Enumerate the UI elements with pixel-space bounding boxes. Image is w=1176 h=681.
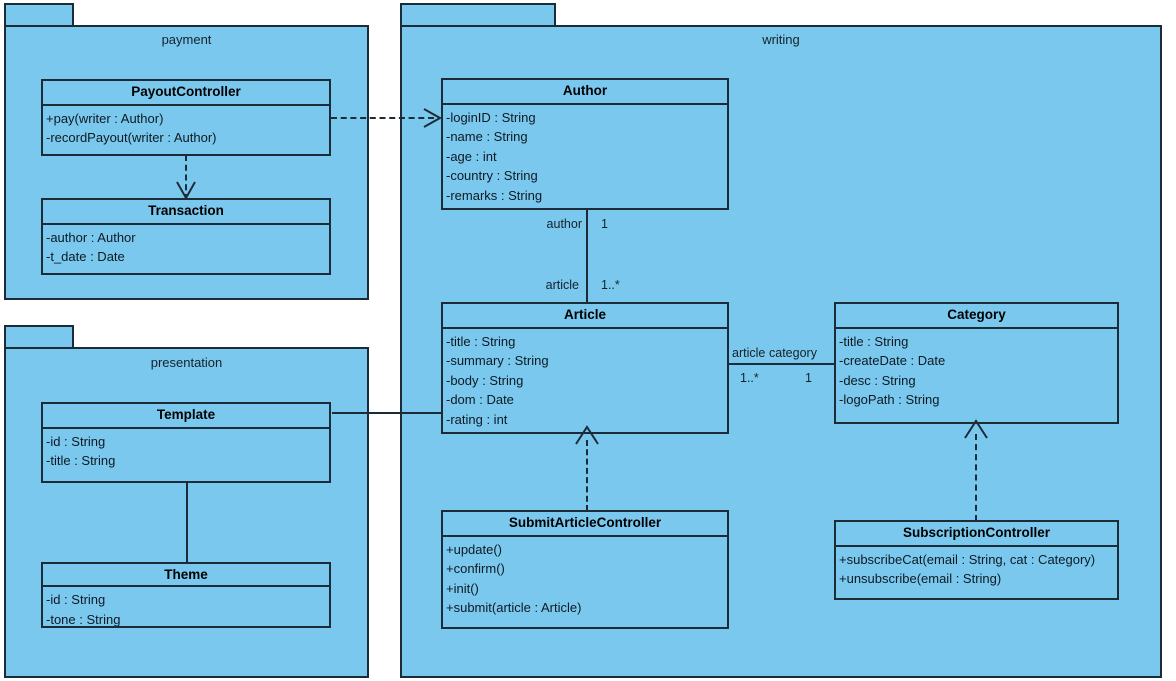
class-members-article: -title : String -summary : String -body … [443,329,727,433]
class-members-author: -loginID : String -name : String -age : … [443,105,727,209]
arrowhead-open-payout-to-author [423,108,443,128]
package-tab-presentation [4,325,74,349]
package-tab-payment [4,3,74,27]
class-name-author: Author [443,80,727,105]
connector-subscriptioncontroller-to-category [975,434,977,521]
class-member: -age : int [446,148,497,164]
class-box-transaction[interactable]: Transaction -author : Author -t_date : D… [41,198,331,275]
class-member: -rating : int [446,411,508,427]
class-member: -id : String [46,433,106,449]
edge-label-assoc-article-role: article [732,346,766,360]
class-members-theme: -id : String -tone : String [43,587,329,626]
edge-label-article-multiplicity: 1..* [601,278,620,292]
class-member: -id : String [46,592,106,608]
class-name-subscription-controller: SubscriptionController [836,522,1117,547]
edge-label-assoc-category-role: category [769,346,817,360]
class-members-transaction: -author : Author -t_date : Date [43,225,329,274]
class-member: -title : String [446,333,516,349]
connector-template-to-article [332,412,442,414]
class-name-transaction: Transaction [43,200,329,225]
connector-template-to-theme [186,483,188,563]
connector-author-to-article [586,209,588,304]
class-box-theme[interactable]: Theme -id : String -tone : String [41,562,331,628]
class-member: -desc : String [839,372,916,388]
class-name-submit-article-controller: SubmitArticleController [443,512,727,537]
class-member: +init() [446,580,479,596]
package-label-writing: writing [762,32,800,47]
class-member: +submit(article : Article) [446,600,582,615]
class-member: -tone : String [46,611,121,626]
connector-payout-to-author [331,117,434,119]
class-member: -title : String [46,453,116,468]
class-members-category: -title : String -createDate : Date -desc… [836,329,1117,423]
connector-payout-to-transaction [185,155,187,200]
package-label-payment: payment [161,32,212,47]
arrowhead-hollow-triangle-article [575,425,599,445]
class-box-author[interactable]: Author -loginID : String -name : String … [441,78,729,210]
class-member: -country : String [446,168,538,183]
class-member: -summary : String [446,353,549,368]
class-member: -author : Author [46,229,136,245]
class-name-payout-controller: PayoutController [43,81,329,106]
edge-label-assoc-article-multiplicity: 1..* [740,371,759,385]
class-member: -dom : Date [446,392,514,407]
class-member: -recordPayout(writer : Author) [46,130,217,145]
class-member: +unsubscribe(email : String) [839,571,1002,586]
class-member: -createDate : Date [839,353,946,368]
class-name-article: Article [443,304,727,329]
class-member: -t_date : Date [46,249,125,264]
class-members-template: -id : String -title : String [43,429,329,482]
class-box-template[interactable]: Template -id : String -title : String [41,402,331,483]
class-box-category[interactable]: Category -title : String -createDate : D… [834,302,1119,424]
class-member: +pay(writer : Author) [46,110,164,126]
package-label-presentation: presentation [150,355,223,370]
edge-label-author-multiplicity: 1 [601,217,608,231]
class-box-submit-article-controller[interactable]: SubmitArticleController +update() +confi… [441,510,729,629]
arrowhead-hollow-triangle-category [964,419,988,439]
class-member: -name : String [446,129,528,144]
edge-label-author-role: author [546,217,582,231]
class-members-subscription-controller: +subscribeCat(email : String, cat : Cate… [836,547,1117,599]
class-box-payout-controller[interactable]: PayoutController +pay(writer : Author) -… [41,79,331,156]
class-members-submit-article-controller: +update() +confirm() +init() +submit(art… [443,537,727,628]
class-member: -remarks : String [446,187,543,203]
edge-label-assoc-category-multiplicity: 1 [805,371,812,385]
class-member: +confirm() [446,561,505,576]
arrowhead-open-payout-to-transaction [176,181,196,201]
class-box-article[interactable]: Article -title : String -summary : Strin… [441,302,729,434]
class-box-subscription-controller[interactable]: SubscriptionController +subscribeCat(ema… [834,520,1119,600]
class-member: -body : String [446,372,524,388]
class-member: -title : String [839,333,909,349]
class-member: -logoPath : String [839,392,940,407]
class-member: +subscribeCat(email : String, cat : Cate… [839,551,1096,567]
class-name-category: Category [836,304,1117,329]
edge-label-article-role: article [545,278,579,292]
connector-submitarticlecontroller-to-article [586,440,588,511]
class-name-template: Template [43,404,329,429]
class-members-payout-controller: +pay(writer : Author) -recordPayout(writ… [43,106,329,155]
class-name-theme: Theme [43,564,329,588]
connector-article-to-category [727,363,835,365]
class-member: -loginID : String [446,109,536,125]
package-tab-writing [400,3,556,27]
class-member: +update() [446,541,503,557]
